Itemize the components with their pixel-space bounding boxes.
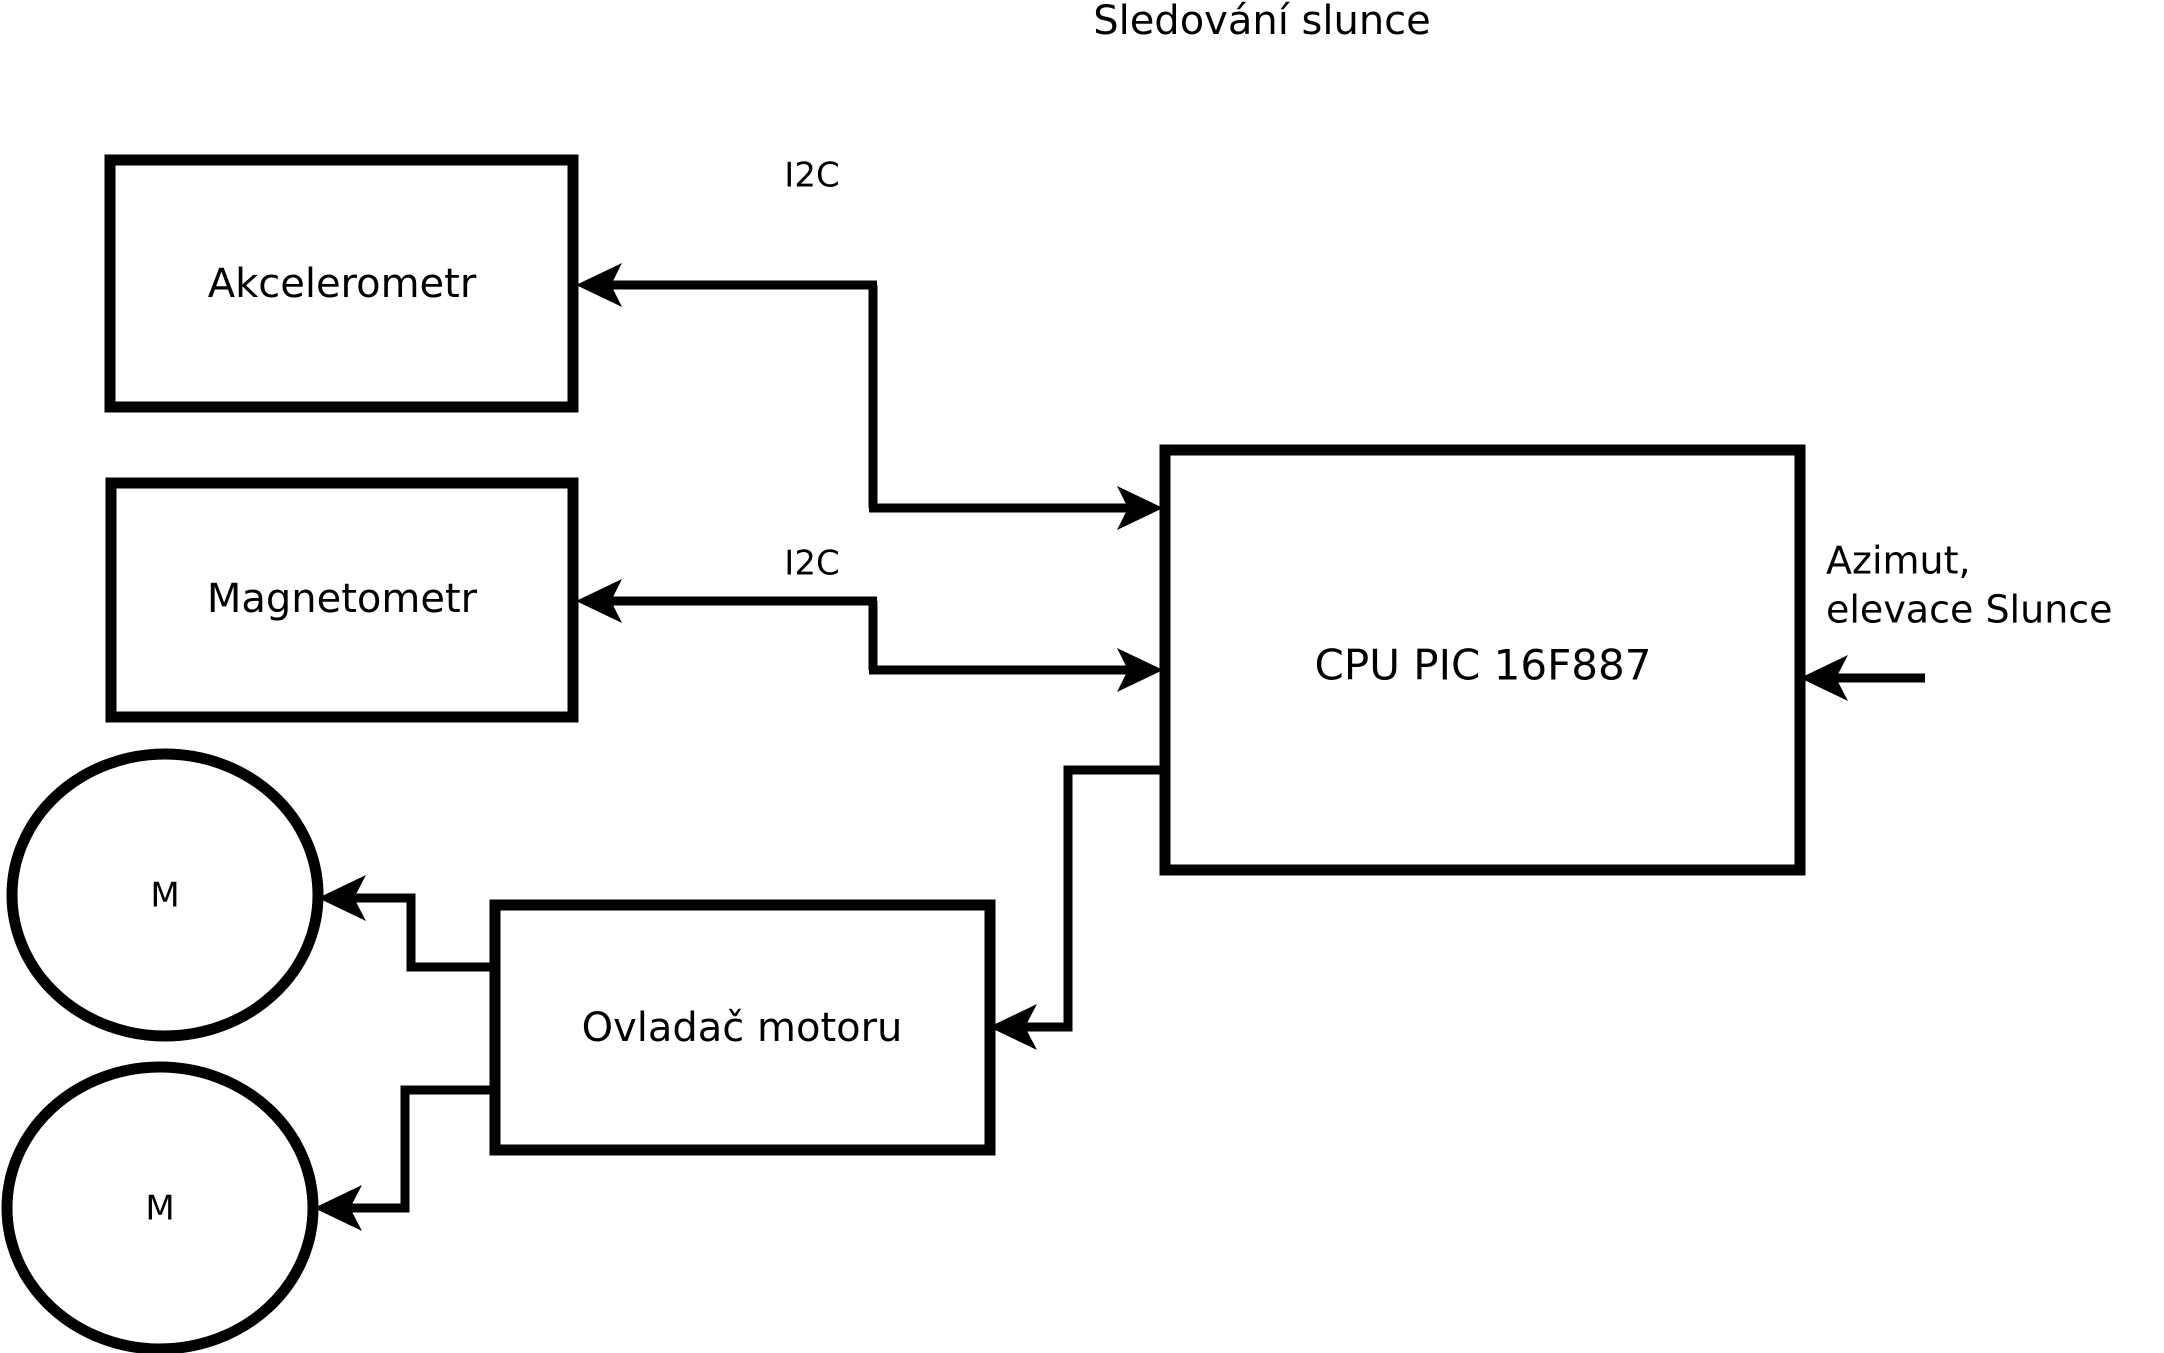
- connector-akcelerometr-to-cpu: [869, 486, 1163, 530]
- arrowhead-into-cpu-from-magnetometr: [1117, 648, 1163, 692]
- connector-cpu-to-ovladac: [989, 765, 1163, 1050]
- edge-label-i2c-magnetometr: I2C: [784, 544, 839, 584]
- connector-ovladac-to-motor-2: [314, 1085, 497, 1231]
- akcelerometr-box[interactable]: [104, 154, 579, 413]
- node-ovladac-motoru[interactable]: Ovladač motoru: [489, 899, 996, 1156]
- motor-2-label: M: [145, 1189, 174, 1229]
- page-title: Sledování slunce: [1093, 0, 1431, 44]
- conn-cpu-to-ovladac-path: [1022, 765, 1163, 1032]
- external-input-slunce: Azimut, elevace Slunce: [1800, 539, 2113, 701]
- cpu-label: CPU PIC 16F887: [1315, 641, 1652, 690]
- node-motor-1[interactable]: M: [6, 748, 324, 1042]
- connector-cpu-to-akcelerometr: I2C: [576, 156, 878, 508]
- motor-1-label: M: [150, 876, 179, 916]
- ovladac-motoru-box[interactable]: [489, 899, 996, 1156]
- arrowhead-into-cpu-from-slunce: [1800, 655, 1848, 701]
- node-cpu[interactable]: CPU PIC 16F887: [1159, 444, 1806, 876]
- motor-2-circle[interactable]: [1, 1061, 319, 1353]
- edge-label-i2c-akcelerometr: I2C: [784, 156, 839, 196]
- magnetometr-box[interactable]: [105, 477, 579, 723]
- akcelerometr-label: Akcelerometr: [208, 261, 477, 307]
- connector-ovladac-to-motor-1: [318, 875, 497, 972]
- arrowhead-into-cpu-from-akcelerometr: [1117, 486, 1163, 530]
- slunce-input-label-line1: Azimut,: [1826, 539, 1971, 583]
- node-akcelerometr[interactable]: Akcelerometr: [104, 154, 579, 413]
- arrowhead-into-motor-2: [314, 1185, 362, 1231]
- arrowhead-into-akcelerometr: [576, 263, 622, 307]
- node-magnetometr[interactable]: Magnetometr: [105, 477, 579, 723]
- arrowhead-into-ovladac-motoru: [989, 1004, 1037, 1050]
- arrowhead-into-motor-1: [318, 875, 366, 921]
- node-motor-2[interactable]: M: [1, 1061, 319, 1353]
- motor-1-circle[interactable]: [6, 748, 324, 1042]
- conn-ovladac-to-motor-1-path: [352, 893, 497, 972]
- slunce-input-label-line2: elevace Slunce: [1826, 588, 2113, 632]
- cpu-box[interactable]: [1159, 444, 1806, 876]
- magnetometr-label: Magnetometr: [207, 576, 478, 622]
- arrowhead-into-magnetometr: [576, 579, 622, 623]
- connector-cpu-to-magnetometr: I2C: [576, 544, 878, 670]
- ovladac-motoru-label: Ovladač motoru: [582, 1005, 903, 1051]
- conn-ovladac-to-motor-2-path: [348, 1085, 497, 1213]
- connector-magnetometr-to-cpu: [869, 648, 1163, 692]
